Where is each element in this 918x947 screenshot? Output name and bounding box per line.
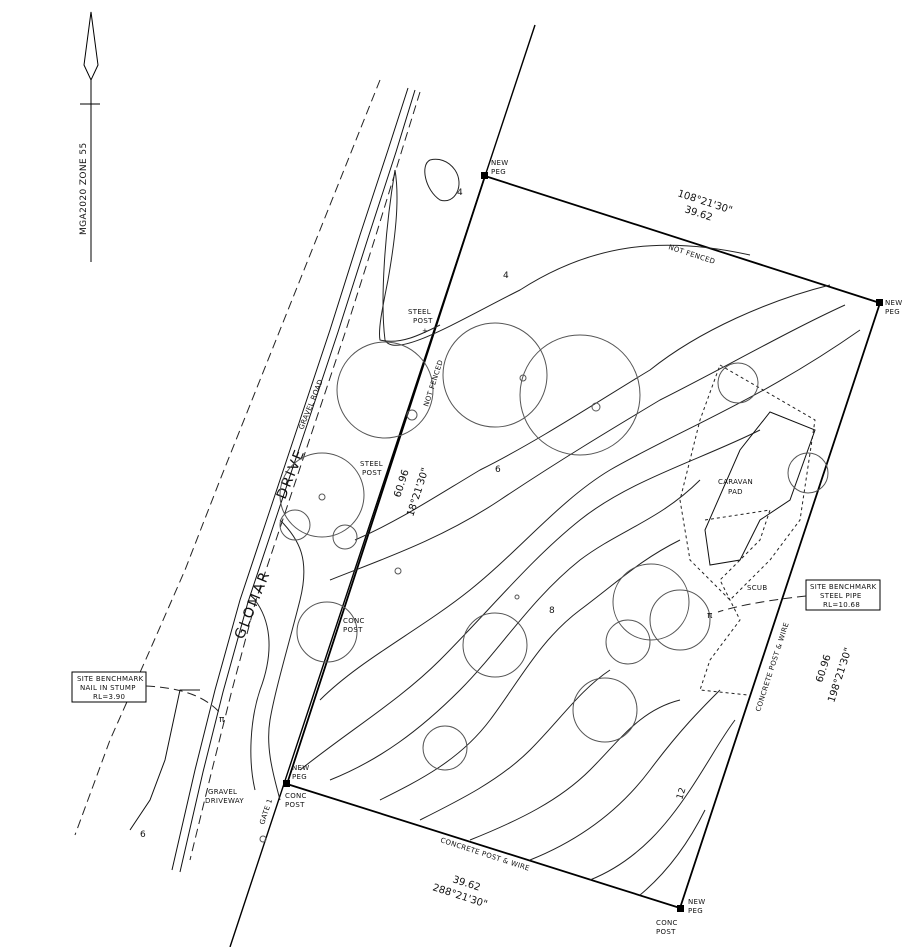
steel-post-2-line1: STEEL xyxy=(360,460,383,468)
peg-bottom-left-line1: NEW xyxy=(292,764,309,772)
contour-label-6: 6 xyxy=(495,465,501,475)
frontage-line xyxy=(229,24,536,947)
conc-post-1-line1: CONC xyxy=(343,617,365,625)
gravel-driveway-line2: DRIVEWAY xyxy=(205,797,244,805)
benchmark-1-mark: π xyxy=(219,715,225,725)
peg-bottom-left-line2: PEG xyxy=(292,773,307,781)
right-bearing: 198°21'30" xyxy=(826,646,854,704)
bottom-note: CONCRETE POST & WIRE xyxy=(439,836,530,872)
contour-label-8: 8 xyxy=(549,606,555,616)
road-suffix-label: DRIVE xyxy=(274,446,309,501)
zone-label: MGA2020 ZONE 55 xyxy=(79,142,89,235)
road-edges xyxy=(74,79,421,873)
north-arrow-icon xyxy=(80,11,100,262)
benchmark-2-line3: RL=10.68 xyxy=(823,601,860,609)
benchmark-nail-in-stump: SITE BENCHMARK NAIL IN STUMP RL=3.90 π xyxy=(71,671,225,725)
left-distance: 60.96 xyxy=(392,468,411,499)
top-note: NOT FENCED xyxy=(667,243,716,266)
contour-label-12: 12 xyxy=(675,786,688,801)
scub-label: SCUB xyxy=(747,584,767,592)
peg-top-left-line1: NEW xyxy=(491,159,508,167)
caravan-pad-line1: CARAVAN xyxy=(718,478,753,486)
benchmark-1-line1: SITE BENCHMARK xyxy=(77,675,144,683)
benchmark-2-line2: STEEL PIPE xyxy=(820,592,862,600)
steel-post-1-mark: + xyxy=(422,327,428,335)
scrub-edge xyxy=(699,509,771,696)
conc-post-2-line1: CONC xyxy=(285,792,307,800)
peg-bottom-right-line2: PEG xyxy=(688,907,703,915)
peg-bottom-right-line1: NEW xyxy=(688,898,705,906)
steel-post-1-line2: POST xyxy=(413,317,433,325)
benchmark-1-line2: NAIL IN STUMP xyxy=(80,684,136,692)
steel-post-1-line1: STEEL xyxy=(408,308,431,316)
trees xyxy=(259,322,829,843)
gravel-driveway-line1: GRAVEL xyxy=(208,788,237,796)
benchmark-1-line3: RL=3.90 xyxy=(93,693,125,701)
conc-post-1-line2: POST xyxy=(343,626,363,634)
caravan-pad-outline xyxy=(704,411,816,566)
benchmark-2-mark: π xyxy=(707,611,713,621)
peg-top-left-line2: PEG xyxy=(491,168,506,176)
conc-post-2-line2: POST xyxy=(285,801,305,809)
contour-label-4a: 4 xyxy=(457,188,463,198)
peg-markers xyxy=(283,172,883,912)
caravan-pad-line2: PAD xyxy=(728,488,743,496)
peg-top-right-line1: NEW xyxy=(885,299,902,307)
contour-label-4b: 4 xyxy=(503,271,509,281)
contour-lines xyxy=(250,158,861,896)
contour-label-6b: 6 xyxy=(140,830,146,840)
conc-post-3-line1: CONC xyxy=(656,919,678,927)
lot-boundary xyxy=(285,174,882,910)
peg-top-right-line2: PEG xyxy=(885,308,900,316)
benchmark-2-line1: SITE BENCHMARK xyxy=(810,583,877,591)
left-note: NOT FENCED xyxy=(422,359,445,408)
steel-post-2-line2: POST xyxy=(362,469,382,477)
benchmark-steel-pipe: SITE BENCHMARK STEEL PIPE RL=10.68 π xyxy=(707,579,881,621)
conc-post-3-line2: POST xyxy=(656,928,676,936)
right-distance: 60.96 xyxy=(814,653,833,684)
